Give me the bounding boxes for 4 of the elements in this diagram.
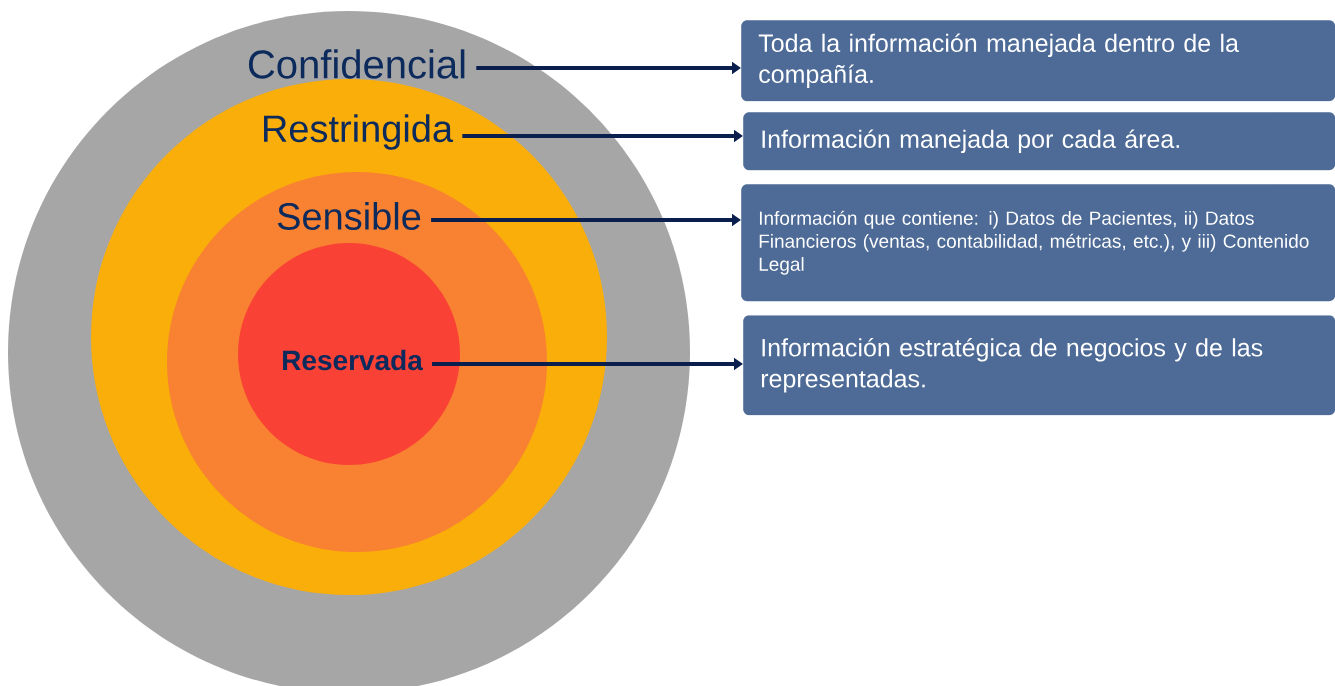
description-box: Toda la información manejada dentro de la compañía. [741,20,1335,102]
description-box: Información que contiene: i) Datos de Pacientes, ii) Datos Financieros (ventas, contabilidad, métricas, etc.), y iii) Contenido Legal [741,184,1335,302]
description-box: Información estratégica de negocios y de las representadas. [743,315,1335,416]
description-box: Información manejada por cada área. [743,112,1335,171]
